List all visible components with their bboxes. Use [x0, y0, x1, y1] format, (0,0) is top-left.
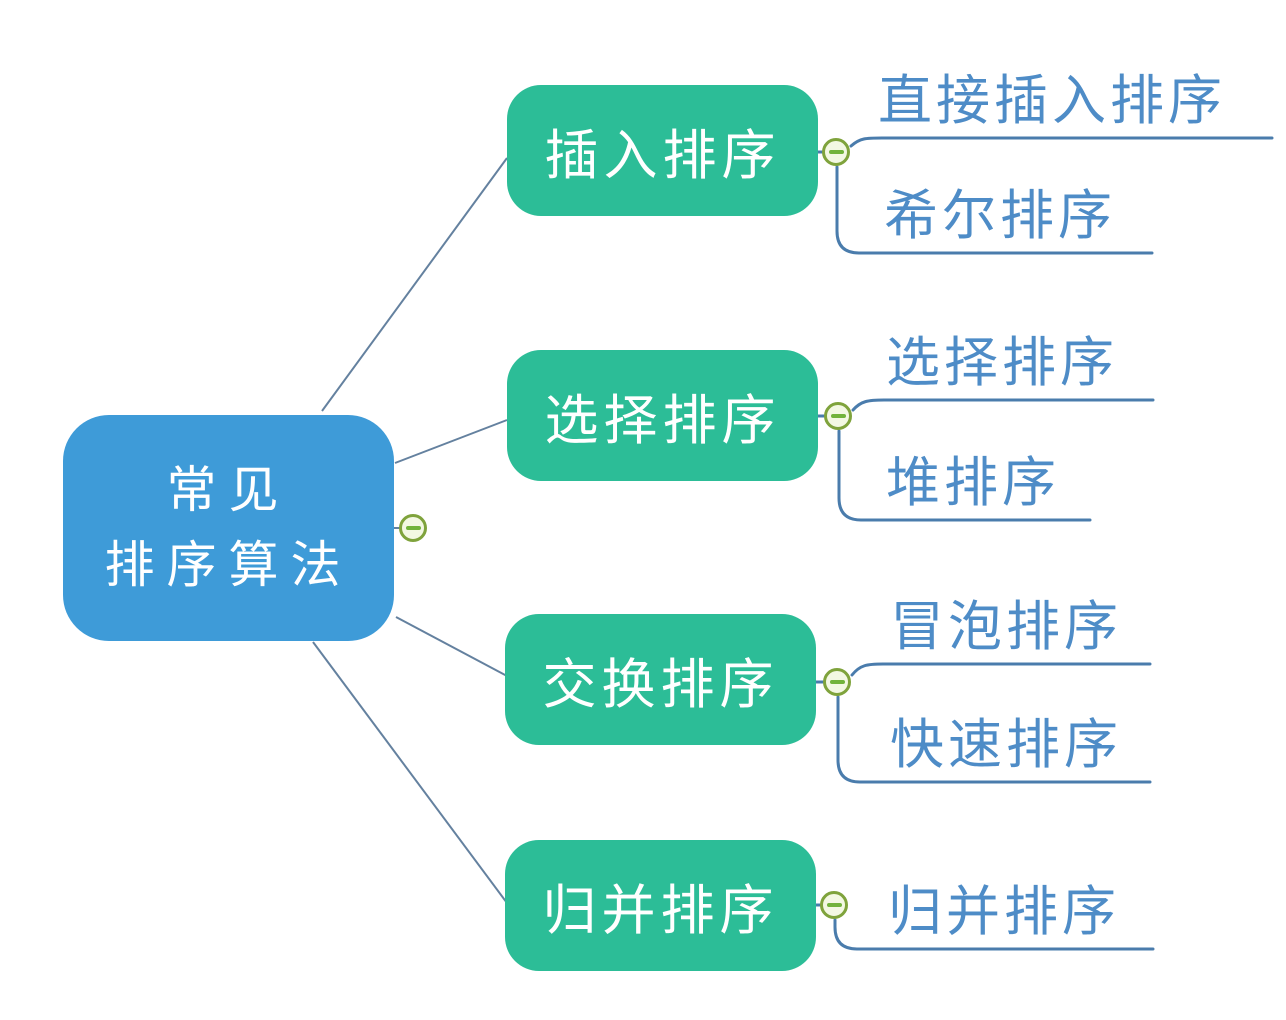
subtopic-bubble-sort[interactable]: 冒泡排序	[890, 597, 1122, 657]
branch-selection-sort-label: 选择排序	[544, 391, 781, 451]
edge-merge-underline	[833, 918, 1155, 951]
branch-exchange-sort-label: 交换排序	[542, 655, 779, 715]
collapse-minus-icon-selection[interactable]	[824, 402, 852, 430]
root-topic[interactable]: 常见 排序算法	[63, 415, 394, 641]
edge-shell-underline	[835, 165, 1154, 255]
edge-quick-underline	[836, 695, 1152, 784]
collapse-minus-icon-root[interactable]	[399, 514, 427, 542]
edge-bubble-underline	[850, 662, 1152, 677]
branch-insertion-sort[interactable]: 插入排序	[507, 85, 818, 216]
edge-root-exchange	[395, 616, 508, 677]
branch-exchange-sort[interactable]: 交换排序	[505, 614, 816, 745]
edge-root-insertion	[321, 157, 508, 412]
branch-insertion-sort-label: 插入排序	[544, 126, 781, 186]
edge-direct-insertion-underline	[849, 136, 1274, 148]
subtopic-selection-sort[interactable]: 选择排序	[886, 333, 1118, 393]
subtopic-shell-sort[interactable]: 希尔排序	[884, 186, 1116, 246]
branch-merge-sort[interactable]: 归并排序	[505, 840, 816, 971]
minus-bar	[830, 414, 846, 418]
root-to-branch-edges	[312, 157, 508, 904]
collapse-minus-icon-insertion[interactable]	[822, 138, 850, 166]
minus-bar	[405, 526, 421, 530]
branch-selection-sort[interactable]: 选择排序	[507, 350, 818, 481]
subtopic-direct-insertion-sort[interactable]: 直接插入排序	[878, 71, 1226, 131]
minus-bar	[826, 903, 842, 907]
subtopic-merge-sort[interactable]: 归并排序	[888, 882, 1120, 942]
subtopic-heap-sort[interactable]: 堆排序	[886, 453, 1060, 513]
minus-bar	[829, 680, 845, 684]
edge-heap-underline	[837, 429, 1092, 522]
collapse-minus-icon-merge[interactable]	[820, 891, 848, 919]
subtopic-quick-sort[interactable]: 快速排序	[890, 715, 1122, 775]
root-topic-label-line1: 常见	[166, 462, 291, 518]
collapse-minus-icon-exchange[interactable]	[823, 668, 851, 696]
edge-root-selection	[394, 419, 508, 464]
branch-to-subtopic-edges	[814, 136, 1274, 951]
edge-root-merge	[312, 641, 508, 904]
branch-merge-sort-label: 归并排序	[542, 881, 779, 941]
root-topic-label-line2: 排序算法	[104, 537, 353, 593]
edge-selection-underline	[851, 398, 1155, 412]
minus-bar	[828, 150, 844, 154]
